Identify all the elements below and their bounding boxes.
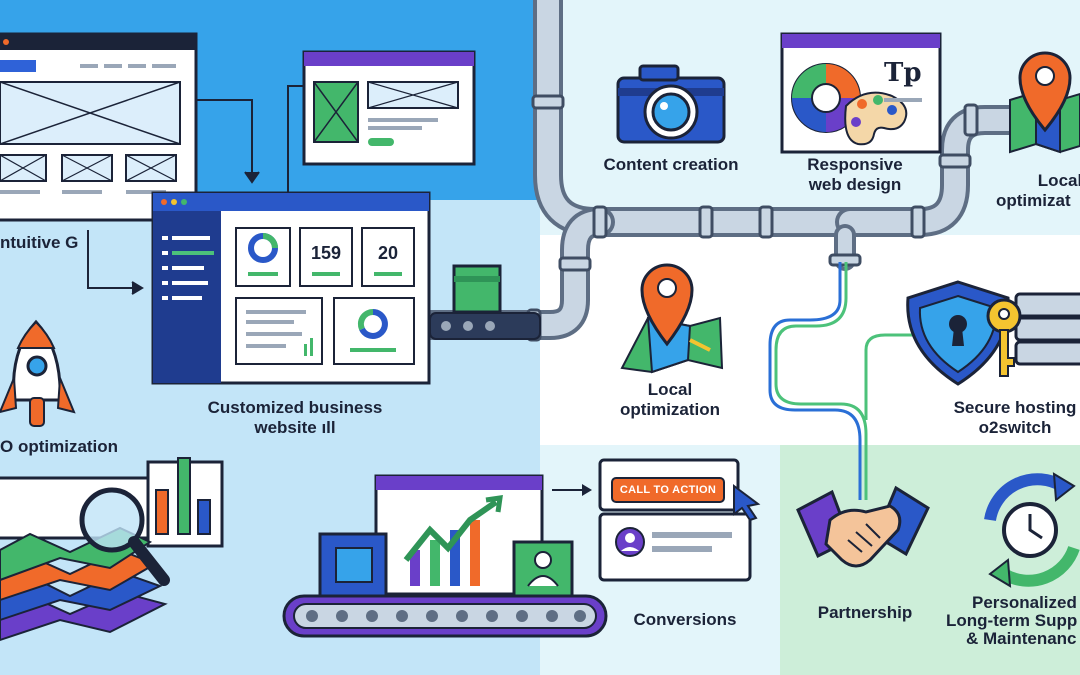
label-intuitive: ntuitive G <box>0 233 79 252</box>
camera-icon <box>616 64 726 144</box>
label-support-1: Personalized <box>972 593 1077 612</box>
connector-arrows <box>87 85 304 295</box>
palette-card <box>780 32 942 154</box>
handshake-icon <box>796 485 930 568</box>
label-custom-site-2: website ıll <box>254 418 336 437</box>
cta-card <box>598 458 761 582</box>
call-to-action-button[interactable]: CALL TO ACTION <box>619 484 717 496</box>
seo-layers-graphic <box>0 457 224 642</box>
label-content-creation: Content creation <box>603 155 739 174</box>
conveyor-small <box>429 264 541 340</box>
typography-glyph: Tp <box>884 58 922 88</box>
analytics-window <box>282 474 608 638</box>
label-conversions: Conversions <box>633 610 737 629</box>
flow-lines <box>768 262 915 500</box>
label-support-2: Long-term Supp <box>946 611 1078 630</box>
label-support-3: & Maintenanc <box>966 629 1077 648</box>
label-responsive-1: Responsive <box>807 155 903 174</box>
label-local-mid-2: optimization <box>619 400 721 419</box>
maintenance-cycle-icon <box>984 472 1080 588</box>
label-seo: O optimization <box>0 437 119 456</box>
label-partnership: Partnership <box>817 603 913 622</box>
label-custom-site-1: Customized business <box>207 398 383 417</box>
label-responsive-2: web design <box>808 175 902 194</box>
map-pin-icon-mid <box>620 263 724 374</box>
wireframe-window <box>0 32 198 222</box>
security-graphic <box>906 280 1080 386</box>
kpi-value-1: 159 <box>310 243 342 263</box>
rocket-icon <box>0 319 76 427</box>
label-local-top-1: Local <box>1037 171 1080 190</box>
label-local-top-2: optimizat <box>996 191 1071 210</box>
mockup-window <box>302 50 476 166</box>
label-secure-1: Secure hosting <box>953 398 1077 417</box>
dashboard-window <box>151 191 431 385</box>
label-secure-2: o2switch <box>978 418 1052 437</box>
kpi-value-2: 20 <box>377 243 399 263</box>
map-pin-icon-top <box>1009 51 1080 154</box>
label-local-mid-1: Local <box>647 380 693 399</box>
